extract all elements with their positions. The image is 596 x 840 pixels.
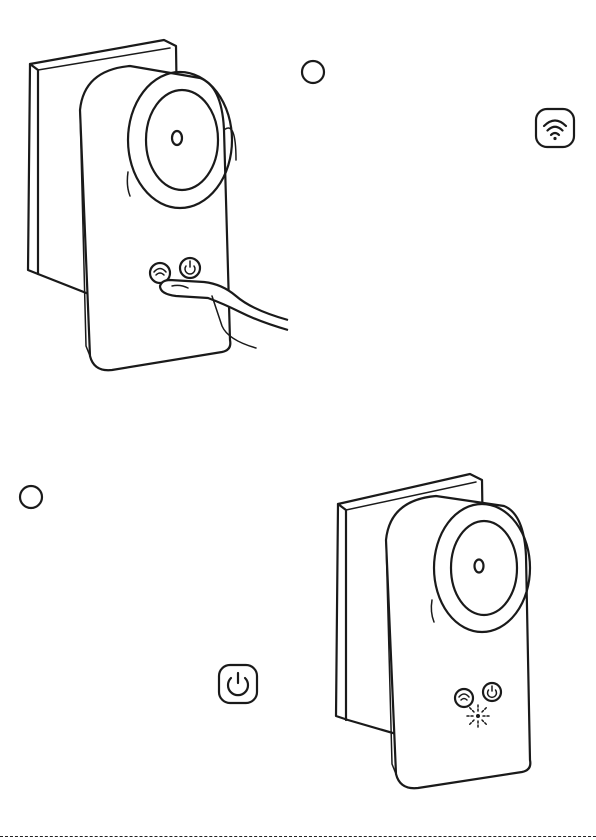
step-2-number-badge [20, 486, 42, 508]
wifi-icon [536, 109, 574, 147]
step-1 [28, 40, 574, 370]
plug-adapter-illustration-2 [336, 474, 530, 788]
bottom-dashed-rule [0, 836, 596, 837]
power-icon [219, 665, 257, 703]
step-2 [20, 474, 530, 788]
blinking-led-indicator [466, 704, 490, 728]
step-1-number-badge [302, 61, 324, 83]
plug-adapter-illustration-1 [28, 40, 288, 370]
